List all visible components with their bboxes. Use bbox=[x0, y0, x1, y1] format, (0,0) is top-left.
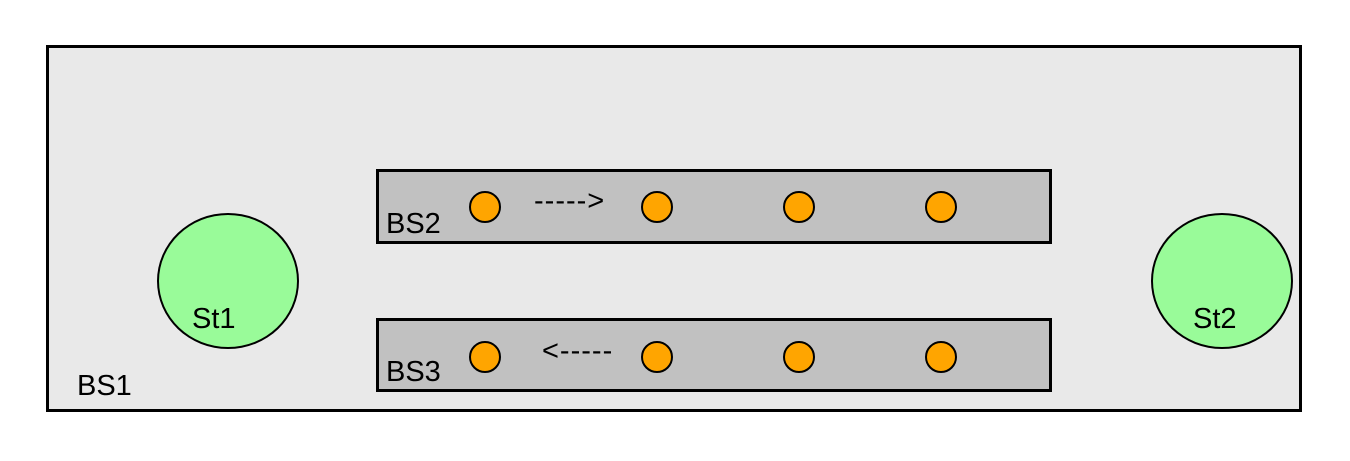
bus-bs3: BS3 <----- bbox=[376, 318, 1052, 392]
station-st2: St2 bbox=[1151, 213, 1293, 349]
bs1-label: BS1 bbox=[77, 370, 132, 402]
bus-bs2: BS2 -----> bbox=[376, 169, 1052, 244]
node-circle bbox=[641, 341, 673, 373]
station-st1-label: St1 bbox=[192, 303, 236, 335]
station-st1: St1 bbox=[157, 213, 299, 349]
node-circle bbox=[469, 191, 501, 223]
bs1-region: BS1 St1 St2 BS2 -----> BS3 <----- bbox=[46, 45, 1302, 412]
node-circle bbox=[925, 341, 957, 373]
node-circle bbox=[469, 341, 501, 373]
bus-bs3-label: BS3 bbox=[386, 356, 441, 388]
bus-bs2-label: BS2 bbox=[386, 208, 441, 240]
node-circle bbox=[783, 341, 815, 373]
station-st2-label: St2 bbox=[1193, 303, 1237, 335]
node-circle bbox=[925, 191, 957, 223]
node-circle bbox=[641, 191, 673, 223]
arrow-left-label: <----- bbox=[542, 335, 614, 367]
node-circle bbox=[783, 191, 815, 223]
arrow-right-label: -----> bbox=[534, 185, 606, 217]
